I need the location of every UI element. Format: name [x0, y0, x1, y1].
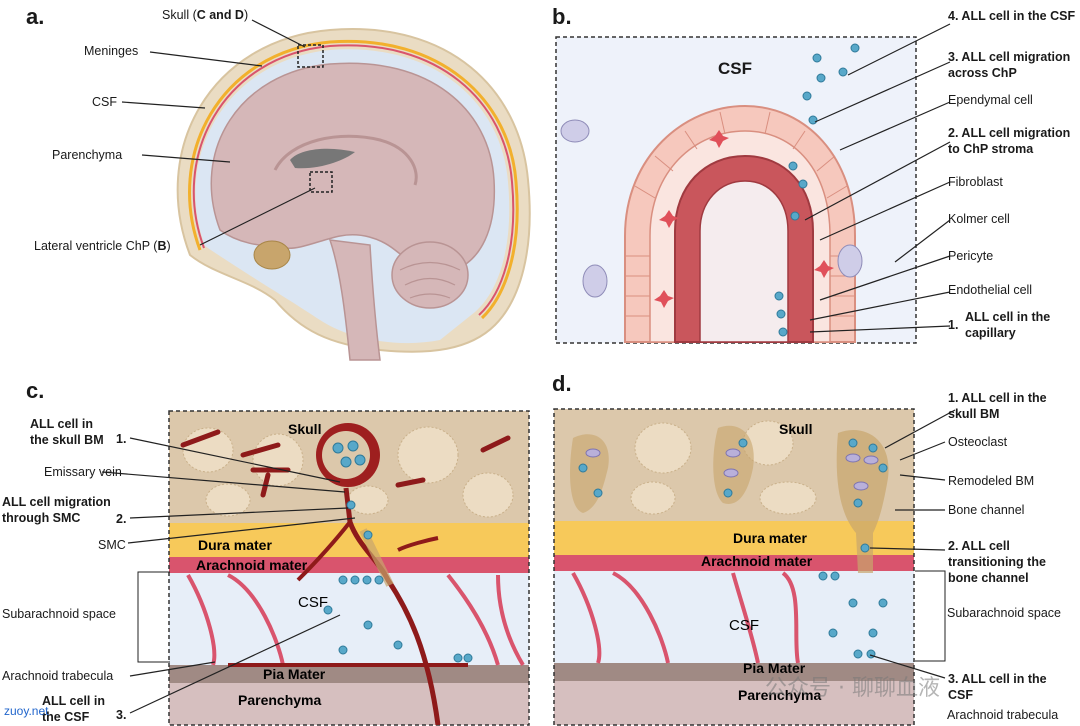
c-csf-text: CSF [298, 594, 328, 611]
csf-label-b: CSF [718, 59, 752, 78]
remodeled-label: Remodeled BM [948, 474, 1035, 488]
panel-c-leader-lines [101, 437, 356, 714]
d-step1-label: 1. ALL cell in the skull BM [948, 391, 1047, 421]
parenchyma-label-a: Parenchyma [52, 148, 123, 162]
b-step1-num: 1. [948, 318, 959, 332]
endothelial-label: Endothelial cell [948, 283, 1033, 297]
d-dura-text: Dura mater [733, 530, 807, 546]
d-parenchyma-text: Parenchyma [738, 687, 821, 703]
d-arachnoid-text: Arachnoid mater [701, 553, 813, 569]
pericyte-label: Pericyte [948, 249, 994, 263]
skull-label-a: Skull (C and D) [162, 8, 249, 22]
c-csf-num: 3. [116, 708, 127, 722]
c-csf-cell-label: ALL cell in the CSF [42, 694, 105, 724]
panel-b-leader-lines [804, 23, 951, 333]
emissary-label: Emissary vein [44, 465, 122, 479]
b-step1-label: ALL cell in the capillary [965, 310, 1051, 340]
d-pia-text: Pia Mater [743, 660, 806, 676]
c-smc-migration-label: ALL cell migration through SMC [2, 495, 111, 525]
watermark-site: zuoy.net [4, 704, 49, 718]
d-skull-text: Skull [779, 421, 812, 437]
c-smc-num: 2. [116, 512, 127, 526]
c-arachnoid-text: Arachnoid mater [196, 557, 308, 573]
d-csf-text: CSF [729, 617, 759, 634]
panel-d-letter: d. [552, 371, 572, 396]
b-step2-label: 2. ALL cell migration to ChP stroma [948, 126, 1071, 156]
panel-c-meninges-illustration: Skull Dura mater Arachnoid mater CSF Pia… [168, 410, 530, 726]
c-pia-text: Pia Mater [263, 666, 326, 682]
panel-b-letter: b. [552, 4, 572, 29]
b-step3-label: 3. ALL cell migration across ChP [948, 50, 1071, 80]
c-skull-text: Skull [288, 421, 321, 437]
osteoclast-label: Osteoclast [948, 435, 1008, 449]
d-step3-label: 3. ALL cell in the CSF [948, 672, 1047, 702]
kolmer-label: Kolmer cell [948, 212, 1010, 226]
d-subarachnoid-label: Subarachnoid space [947, 606, 1061, 620]
c-bm-cell-label: ALL cell in the skull BM [30, 417, 104, 447]
d-step2-label: 2. ALL cell transitioning the bone chann… [948, 539, 1046, 585]
chp-label-a: Lateral ventricle ChP (B) [34, 239, 171, 253]
d-trabecula-label: Arachnoid trabecula [947, 708, 1059, 722]
ependymal-label: Ependymal cell [948, 93, 1033, 107]
c-trabecula-label: Arachnoid trabecula [2, 669, 114, 683]
panel-b-chp-illustration: CSF [555, 36, 917, 344]
panel-a-brain-illustration [121, 19, 531, 361]
csf-label-a: CSF [92, 95, 117, 109]
watermark-text: 公众号 · 聊聊血液 [765, 676, 940, 701]
panel-a-letter: a. [26, 4, 45, 29]
fibroblast-label: Fibroblast [948, 175, 1003, 189]
c-dura-text: Dura mater [198, 537, 272, 553]
meninges-label: Meninges [84, 44, 139, 58]
c-parenchyma-text: Parenchyma [238, 692, 321, 708]
c-bm-num: 1. [116, 432, 127, 446]
panel-d-leader-lines [869, 409, 956, 679]
panel-d-meninges-illustration: Skull Dura mater Arachnoid mater CSF Pia… [553, 408, 915, 726]
smc-label: SMC [98, 538, 126, 552]
panel-c-letter: c. [26, 378, 45, 403]
c-subarachnoid-label: Subarachnoid space [2, 607, 116, 621]
b-step4-label: 4. ALL cell in the CSF [948, 9, 1076, 23]
bone-channel-label: Bone channel [948, 503, 1025, 517]
